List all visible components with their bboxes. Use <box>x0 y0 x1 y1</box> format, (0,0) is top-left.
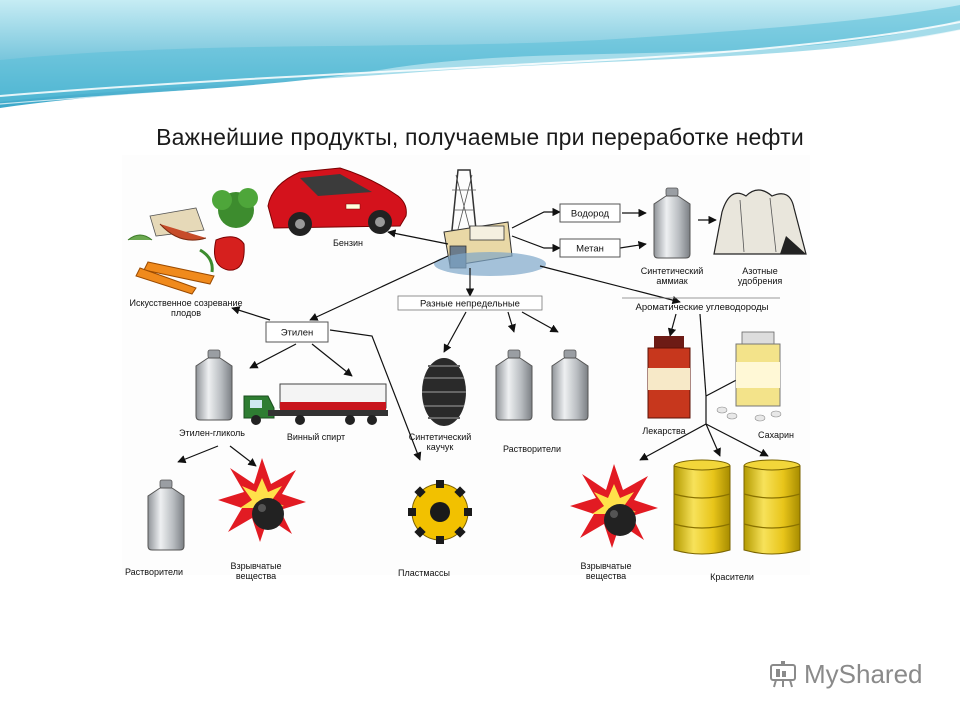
brand-name: MyShared <box>804 659 923 690</box>
node-saccharin-label: Сахарин <box>758 430 794 440</box>
node-explosives-right-line2: вещества <box>586 571 626 581</box>
node-aromatic-label: Ароматические углеводороды <box>636 302 769 313</box>
node-ethylene-glycol-label: Этилен-гликоль <box>179 428 245 438</box>
presentation-icon <box>768 659 798 689</box>
tire-icon <box>422 358 466 426</box>
node-wine-alcohol-label: Винный спирт <box>287 432 345 442</box>
myshared-logo: MyShared <box>768 656 923 692</box>
node-rubber-line2: каучук <box>427 442 454 452</box>
node-explosives-left-line2: вещества <box>236 571 276 581</box>
node-explosives-right-line1: Взрывчатые <box>580 561 631 571</box>
node-fertilizer-line1: Азотные <box>742 266 777 276</box>
node-ethylene-label: Этилен <box>281 328 314 339</box>
node-plastics-label: Пластмассы <box>398 568 450 578</box>
node-ethylene: Этилен <box>266 322 328 342</box>
node-ammonia-line1: Синтетический <box>641 266 704 276</box>
node-ripening-line2: плодов <box>171 308 201 318</box>
node-hydrogen-label: Водород <box>571 209 610 220</box>
node-methane: Метан <box>560 239 620 257</box>
node-solvents-mid-label: Растворители <box>503 444 561 454</box>
node-unsaturated-label: Разные непредельные <box>420 299 520 310</box>
node-unsaturated: Разные непредельные <box>398 296 542 310</box>
node-gasoline-label: Бензин <box>333 238 363 248</box>
node-explosives-left-line1: Взрывчатые <box>230 561 281 571</box>
node-dyes-label: Красители <box>710 572 754 582</box>
node-fertilizer-line2: удобрения <box>738 276 783 286</box>
node-solvents-left-label: Растворители <box>125 567 183 577</box>
node-methane-label: Метан <box>576 244 604 255</box>
node-ripening-line1: Искусственное созревание <box>130 298 243 308</box>
node-hydrogen: Водород <box>560 204 620 222</box>
node-rubber-line1: Синтетический <box>409 432 472 442</box>
dye-barrel-icon-2 <box>744 460 800 554</box>
dye-barrel-icon-1 <box>674 460 730 554</box>
plastic-gear-icon <box>408 480 472 544</box>
medicine-jar-icon <box>648 336 690 418</box>
node-ammonia-line2: аммиак <box>656 276 687 286</box>
node-medicines-label: Лекарства <box>642 426 685 436</box>
